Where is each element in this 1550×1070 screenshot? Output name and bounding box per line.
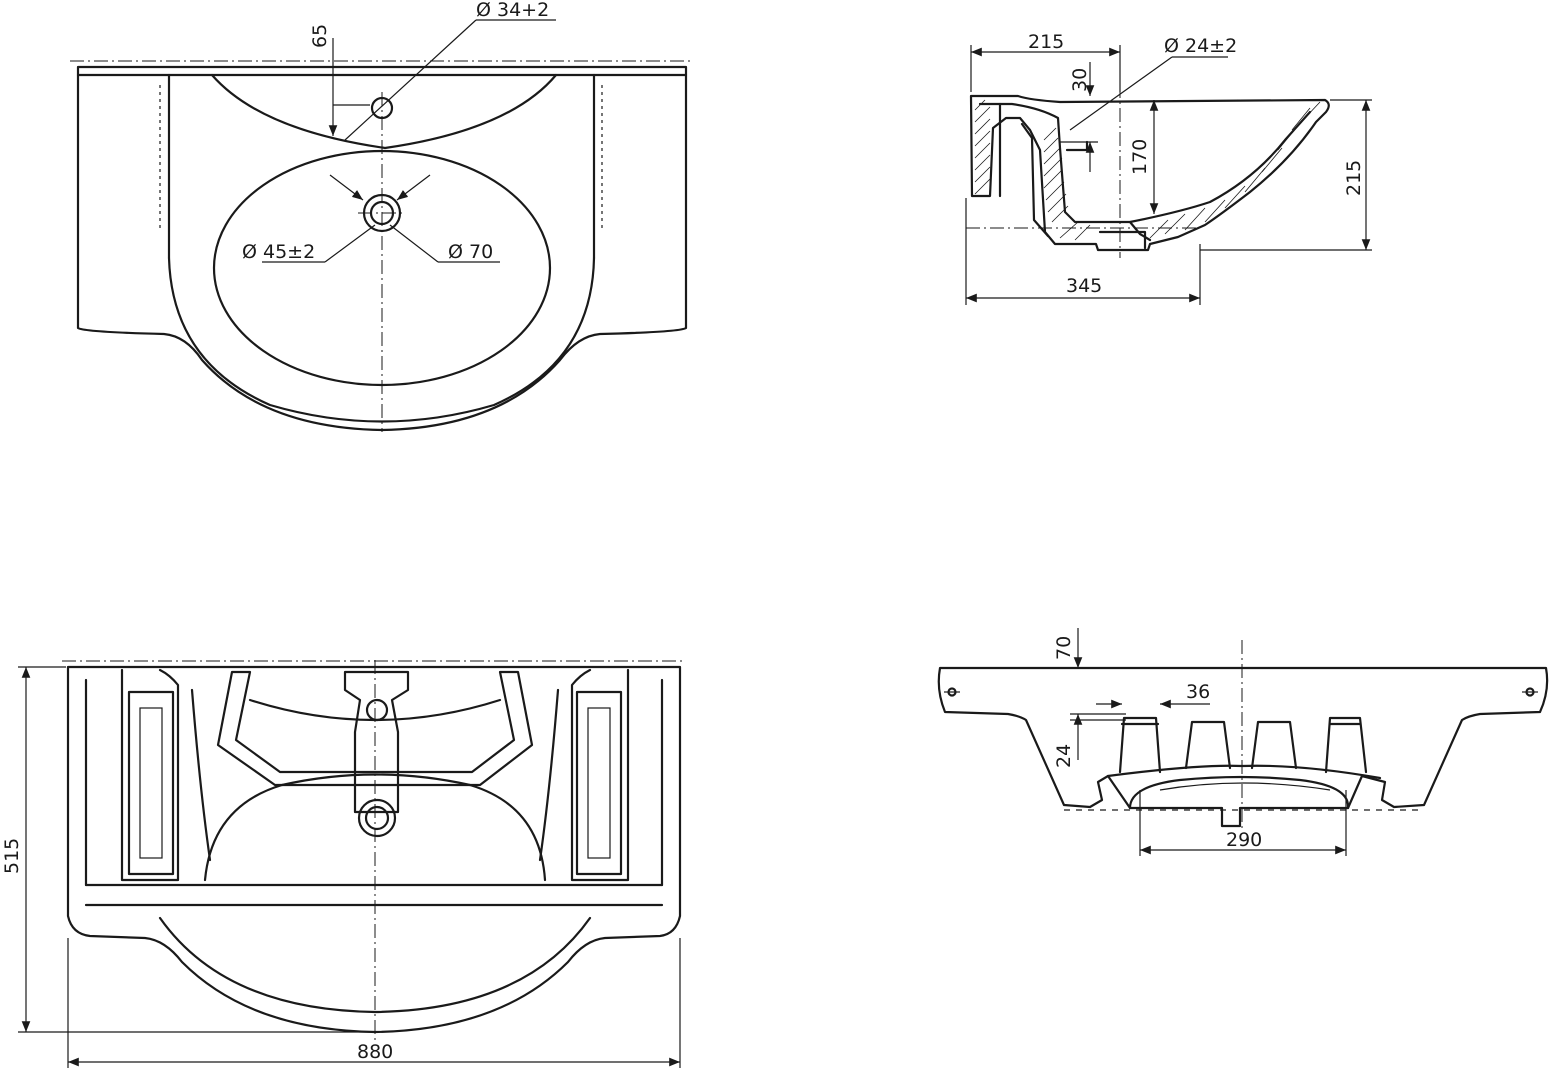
dim-overall-width: 880	[357, 1041, 393, 1063]
dim-drain-spacing: 290	[1226, 829, 1262, 851]
tap-boss-hole	[365, 698, 389, 722]
bottom-view: 515 880	[1, 660, 684, 1068]
dim-top-offset: 70	[1053, 636, 1075, 660]
rear-outline	[937, 666, 1549, 828]
dim-rear-depth: 215	[1028, 31, 1064, 53]
section-outline	[969, 94, 1330, 252]
dim-drain-outer-diameter: Ø 70	[448, 241, 493, 263]
side-section-view: 215 Ø 24±2 30 170 215 345	[965, 31, 1372, 305]
top-view: 65 Ø 34+2 Ø 45±2 Ø 70	[70, 0, 690, 432]
dim-65: 65	[309, 24, 331, 48]
dim-overflow-diameter: Ø 24±2	[1164, 35, 1237, 57]
dim-overflow-offset: 30	[1069, 68, 1091, 92]
dim-total-height: 215	[1343, 160, 1365, 196]
rear-view: 70 24 36 290	[937, 628, 1549, 856]
dim-foot-width: 36	[1186, 681, 1210, 703]
dim-overall-depth: 515	[1, 838, 23, 874]
dim-drain-diameter: Ø 45±2	[242, 241, 315, 263]
drain-boss-inner	[364, 805, 390, 831]
dim-basin-depth: 170	[1129, 139, 1151, 175]
dim-foot-height: 24	[1053, 744, 1075, 768]
drain-boss-outer	[357, 798, 397, 838]
dim-drain-position: 345	[1066, 275, 1102, 297]
dim-tap-hole-diameter: Ø 34+2	[476, 0, 549, 21]
